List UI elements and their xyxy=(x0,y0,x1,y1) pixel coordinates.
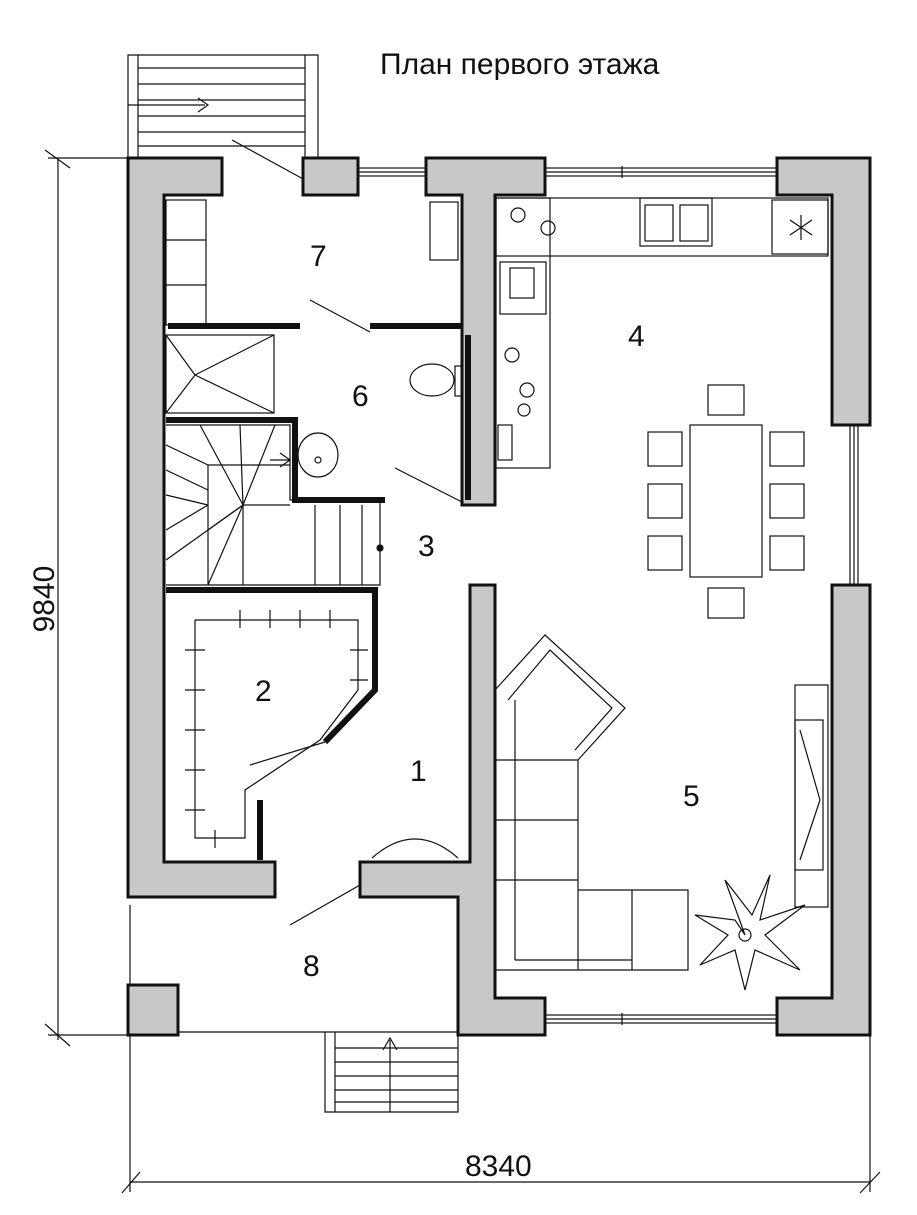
room-label-5: 5 xyxy=(683,780,700,813)
room-7-shelves xyxy=(165,199,463,503)
room-label-8: 8 xyxy=(303,950,320,983)
partitions xyxy=(166,323,471,860)
height-dimension-label: 9840 xyxy=(28,565,61,633)
sofa xyxy=(494,634,689,971)
room-label-6: 6 xyxy=(352,380,369,413)
room-label-4: 4 xyxy=(628,320,645,353)
bathroom-fixtures xyxy=(297,363,470,478)
room-label-3: 3 xyxy=(418,530,435,563)
room-label-1: 1 xyxy=(410,755,427,788)
room-label-7: 7 xyxy=(310,240,327,273)
entrance-door xyxy=(289,838,459,926)
room-2-wardrobe xyxy=(185,610,368,848)
plan-title: План первого этажа xyxy=(380,48,660,81)
kitchen xyxy=(495,197,829,469)
living-room-unit xyxy=(794,684,829,908)
dimension-line-horizontal xyxy=(121,1035,881,1194)
walls xyxy=(126,156,872,1037)
width-dimension-label: 8340 xyxy=(465,1150,532,1183)
top-stairs xyxy=(127,54,319,181)
dining-set xyxy=(647,384,805,619)
plant xyxy=(694,874,806,991)
dimension-line-vertical xyxy=(44,149,130,1047)
room-label-2: 2 xyxy=(255,675,272,708)
interior-staircase xyxy=(165,334,384,586)
